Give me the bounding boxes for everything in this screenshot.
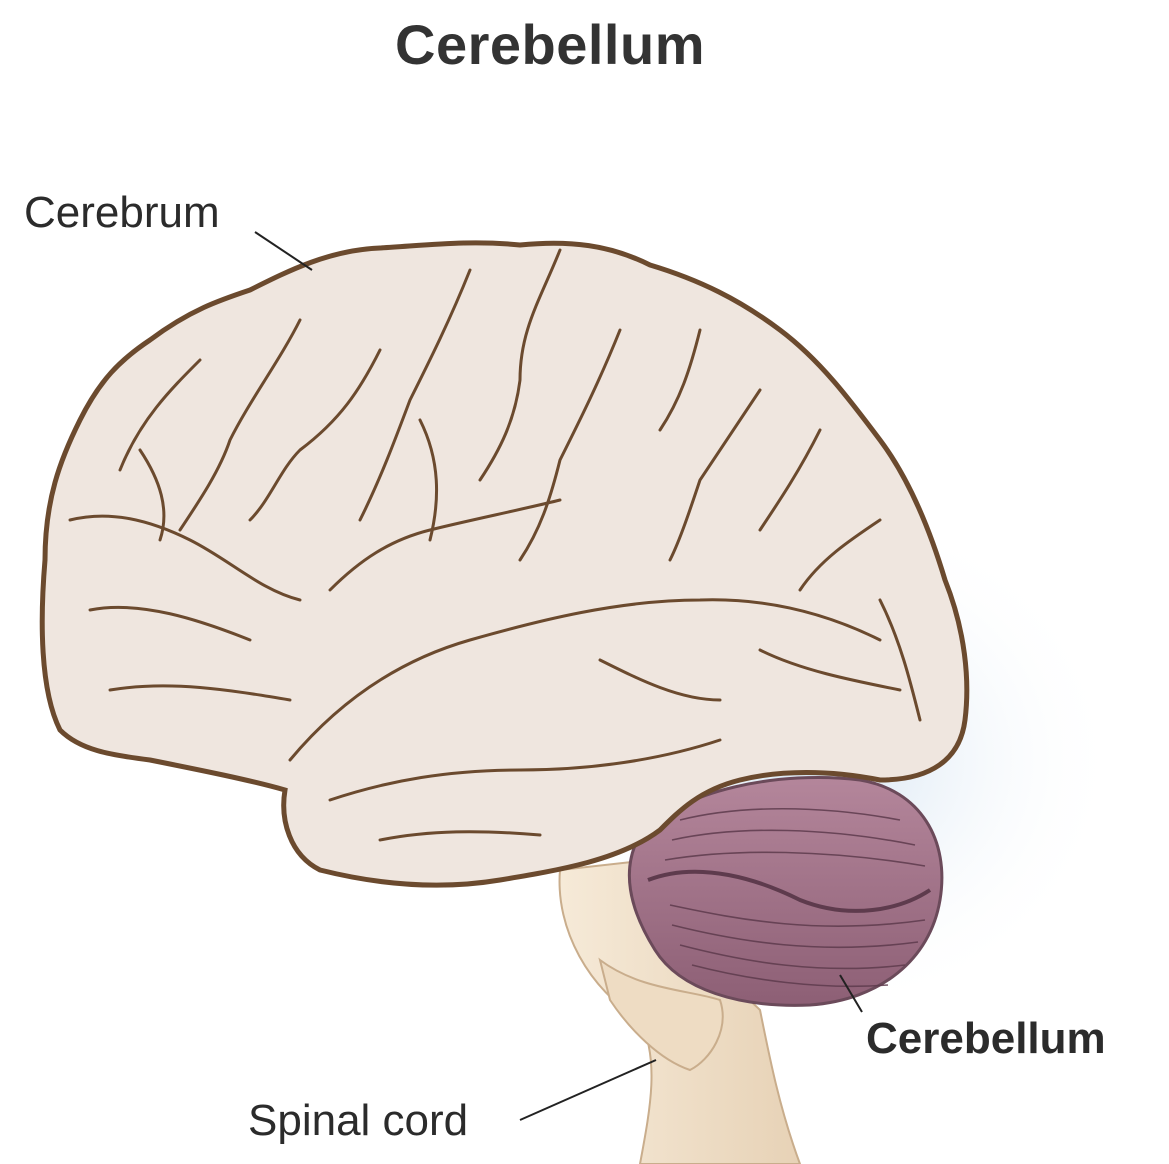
leader-spinal-cord (520, 1060, 656, 1120)
diagram-title: Cerebellum (0, 12, 1100, 77)
label-spinal-cord: Spinal cord (248, 1096, 468, 1146)
label-cerebellum: Cerebellum (866, 1014, 1106, 1064)
leader-cerebrum (255, 232, 312, 270)
label-cerebrum: Cerebrum (24, 188, 220, 238)
